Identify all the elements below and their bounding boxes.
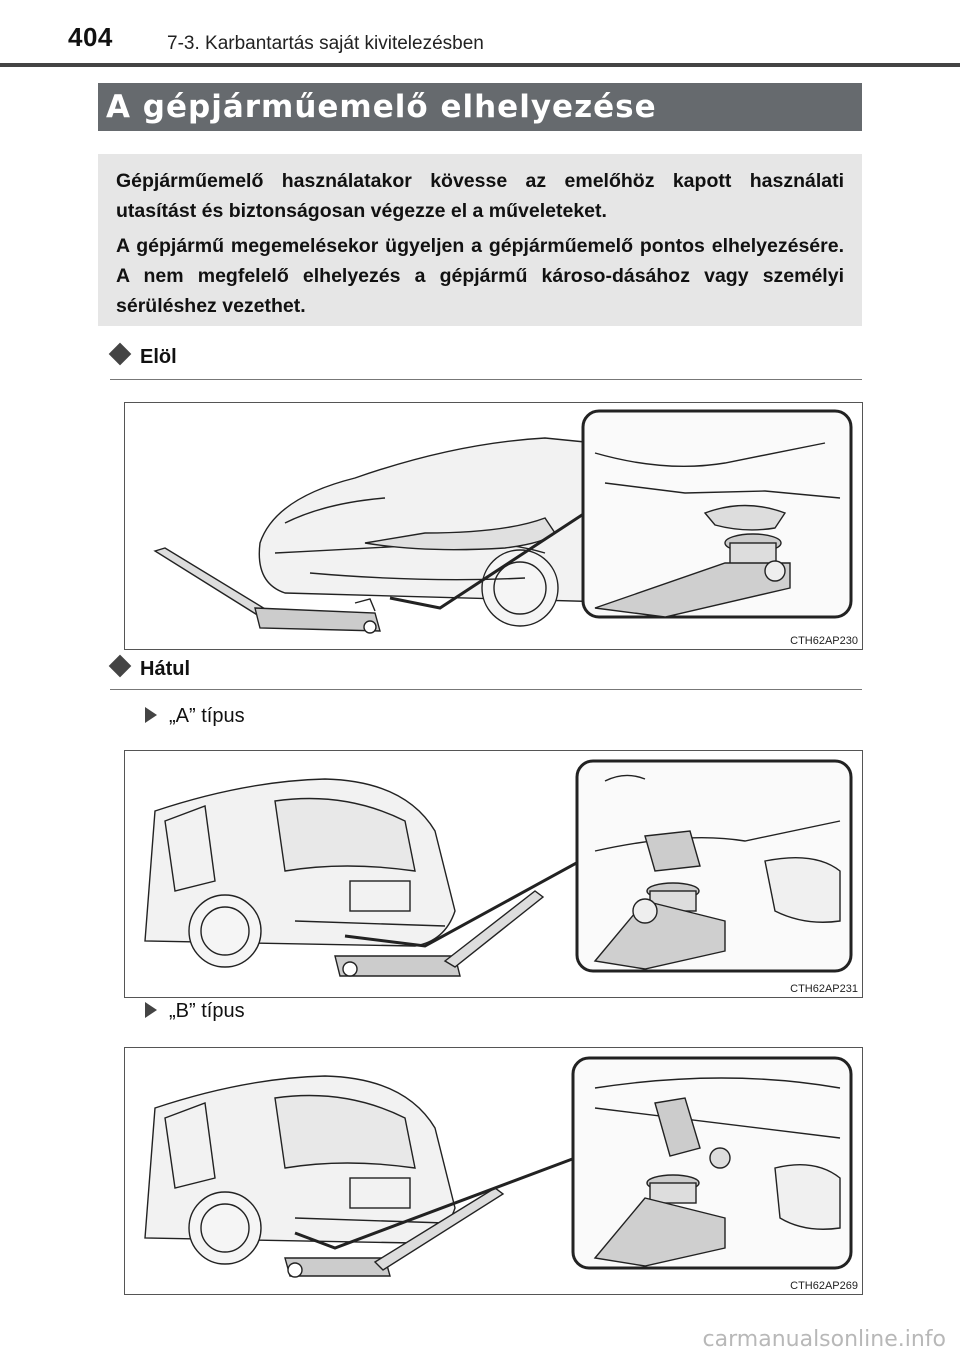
footer-watermark: carmanualsonline.info	[702, 1327, 946, 1352]
figure-rear-type-b: CTH62AP269	[124, 1047, 863, 1295]
caution-box: Gépjárműemelő használatakor kövesse az e…	[98, 154, 862, 326]
title-bar: A gépjárműemelő elhelyezése	[98, 83, 862, 131]
page-number: 404	[68, 22, 113, 52]
rear-type-b-illustration	[144, 1056, 853, 1278]
running-head: 7-3. Karbantartás saját kivitelezésben	[167, 33, 484, 54]
rear-type-a-illustration	[144, 759, 853, 977]
diamond-bullet-icon	[108, 654, 132, 678]
diamond-bullet-icon	[108, 342, 132, 366]
figure-code-type-a: CTH62AP231	[790, 983, 858, 995]
sub-heading-type-a: „A” típus	[145, 705, 245, 728]
caution-paragraph-1: Gépjárműemelő használatakor kövesse az e…	[116, 170, 844, 222]
header-rule	[0, 63, 960, 67]
figure-rear-type-a: CTH62AP231	[124, 750, 863, 998]
section-rule-front	[110, 379, 862, 380]
triangle-bullet-icon	[145, 1002, 157, 1018]
front-jack-illustration	[153, 409, 853, 634]
sub-heading-type-a-label: „A” típus	[169, 705, 245, 727]
figure-front-jack: CTH62AP230	[124, 402, 863, 650]
page-title: A gépjárműemelő elhelyezése	[106, 89, 657, 125]
figure-code-type-b: CTH62AP269	[790, 1280, 858, 1292]
sub-heading-type-b: „B” típus	[145, 1000, 245, 1023]
section-heading-front-label: Elöl	[140, 346, 177, 368]
section-heading-front: Elöl	[108, 342, 177, 369]
figure-code-front: CTH62AP230	[790, 635, 858, 647]
section-rule-rear	[110, 689, 862, 690]
section-heading-rear-label: Hátul	[140, 658, 190, 680]
section-heading-rear: Hátul	[108, 654, 190, 681]
triangle-bullet-icon	[145, 707, 157, 723]
caution-paragraph-2: A gépjármű megemelésekor ügyeljen a gépj…	[116, 235, 844, 317]
sub-heading-type-b-label: „B” típus	[169, 1000, 245, 1022]
